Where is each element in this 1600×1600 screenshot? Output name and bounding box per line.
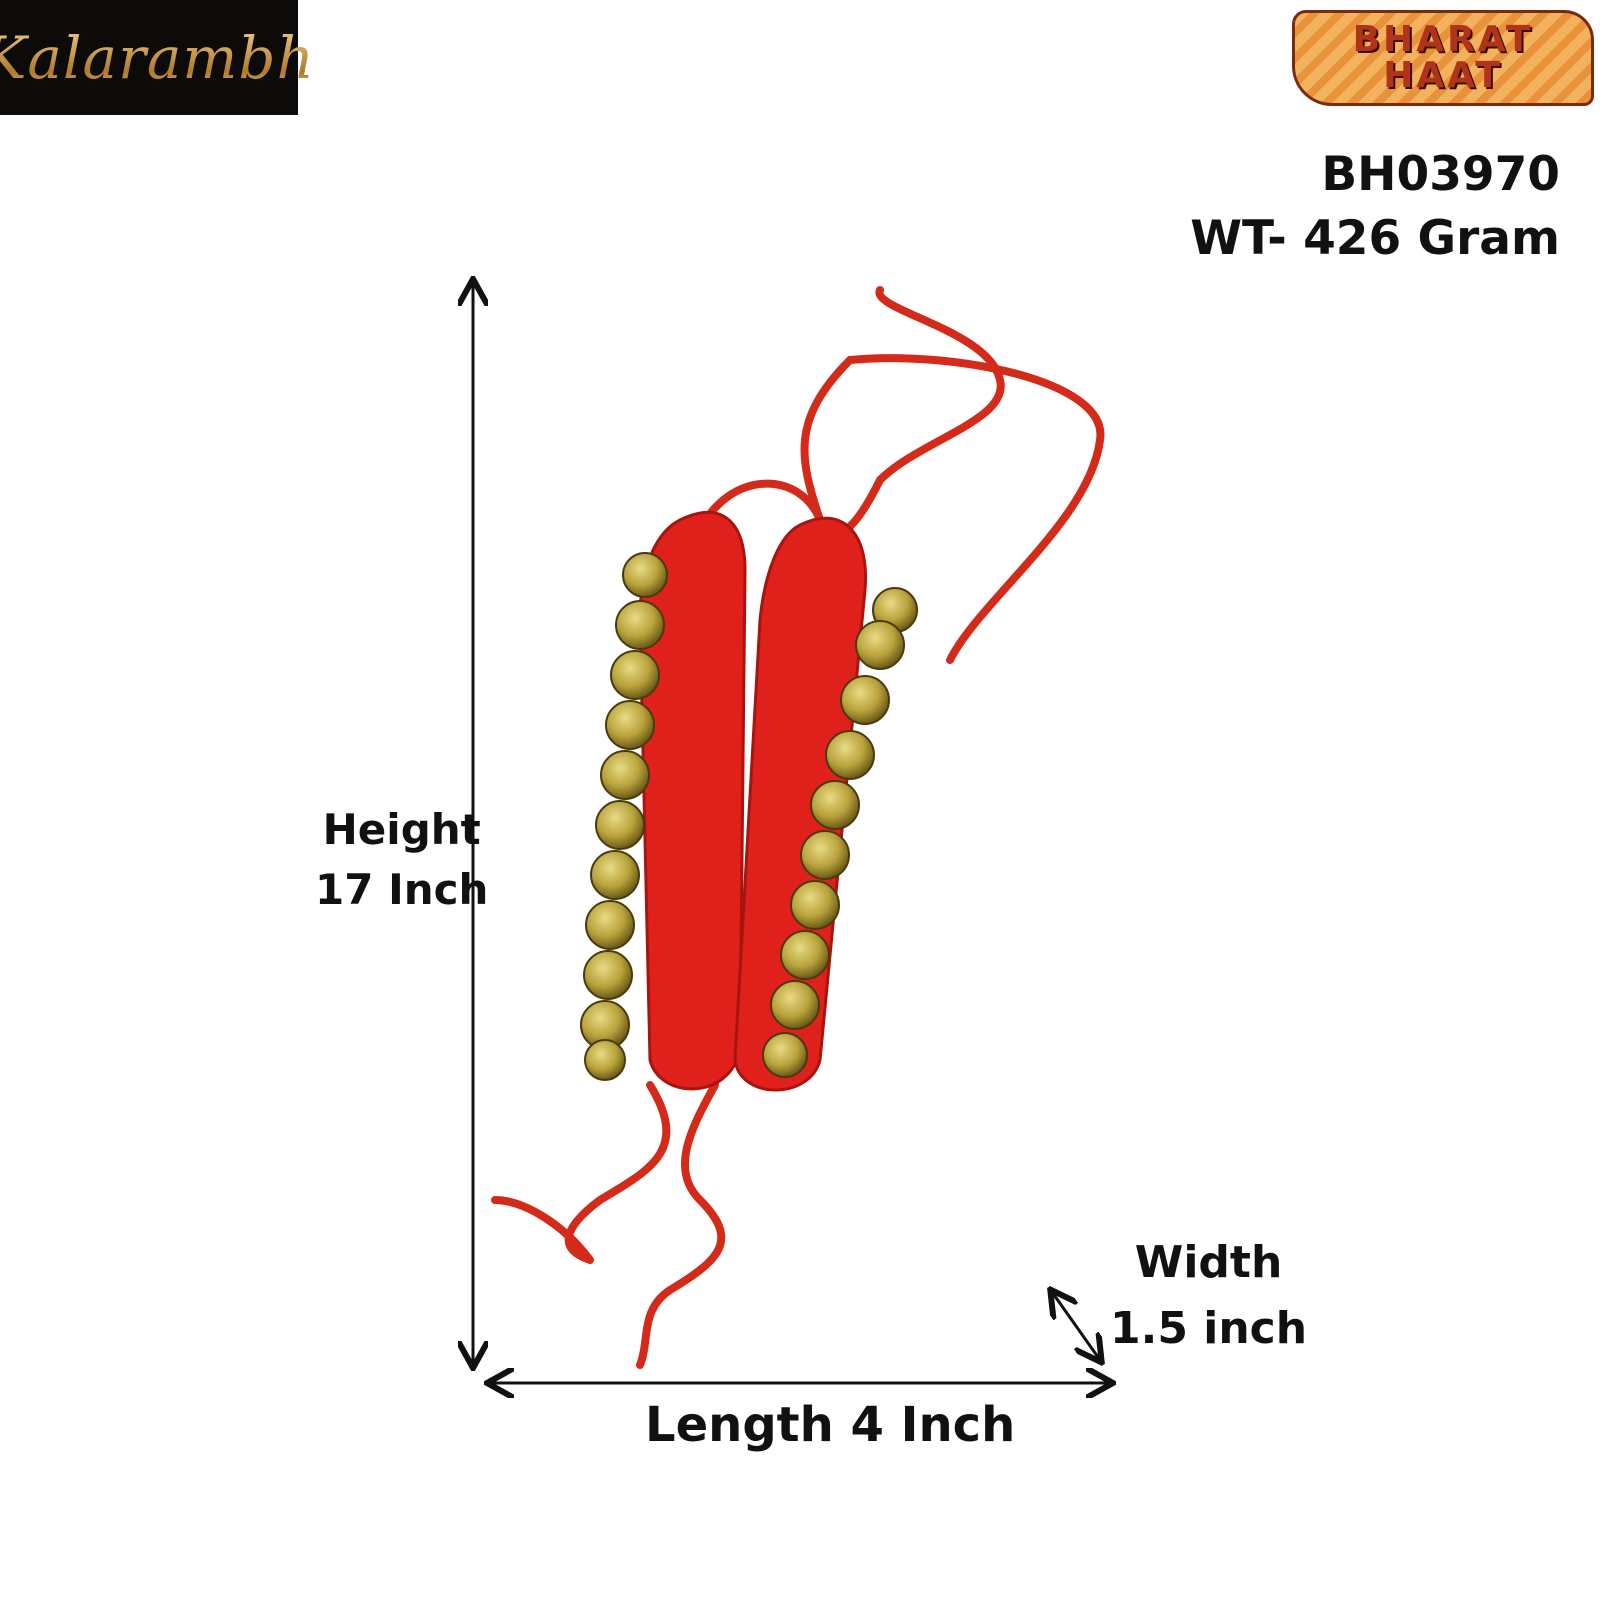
length-label: Length 4 Inch bbox=[645, 1397, 1016, 1453]
product-info: BH03970 WT- 426 Gram bbox=[1190, 143, 1560, 271]
bells-left bbox=[580, 552, 668, 1081]
left-strip bbox=[638, 510, 747, 1091]
red-cord bbox=[491, 286, 1105, 1369]
width-label: Width 1.5 inch bbox=[1110, 1237, 1308, 1354]
kalarambh-logo: Kalarambh bbox=[0, 0, 314, 115]
product-code: BH03970 bbox=[1321, 147, 1560, 202]
height-label: Height 17 Inch bbox=[315, 805, 489, 914]
product-weight: WT- 426 Gram bbox=[1190, 211, 1560, 266]
width-arrow bbox=[1052, 1292, 1100, 1360]
bells-right bbox=[762, 587, 918, 1078]
right-strip bbox=[733, 516, 868, 1092]
bharat-haat-logo: BHARAT HAAT bbox=[1292, 10, 1594, 106]
